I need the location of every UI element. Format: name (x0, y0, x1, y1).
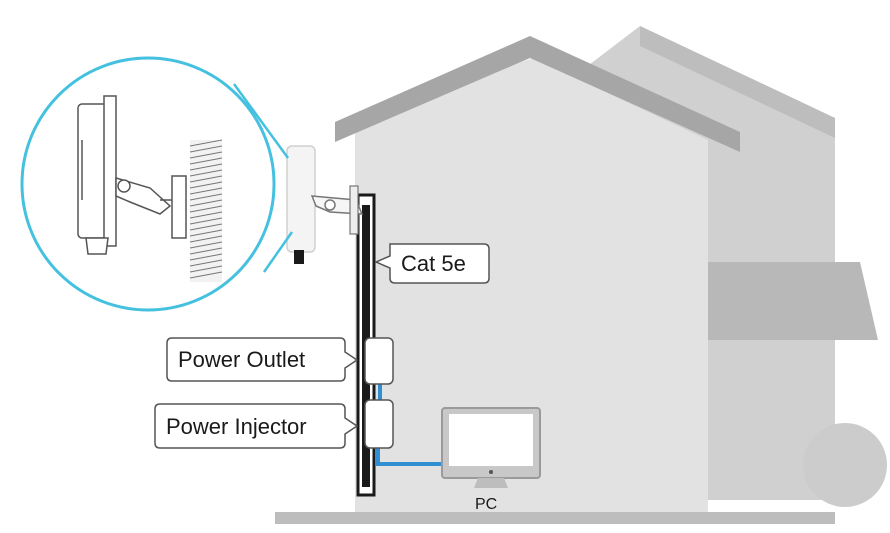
cat5e-label: Cat 5e (401, 251, 466, 276)
ethernet-cable (376, 382, 446, 466)
pc-label: PC (475, 496, 497, 513)
ground (275, 512, 835, 524)
power-injector-icon (364, 399, 394, 449)
desktop-monitor-icon (441, 407, 541, 488)
front-house (335, 36, 740, 512)
power-injector-callout: Power Injector (154, 403, 359, 449)
power-outlet-callout: Power Outlet (166, 337, 359, 382)
power-outlet-icon (364, 337, 394, 385)
cat5e-callout: Cat 5e (374, 243, 490, 284)
power-injector-label: Power Injector (166, 414, 307, 439)
wall-mount-bracket-icon (115, 175, 187, 239)
power-outlet-label: Power Outlet (178, 347, 305, 372)
wall-hatching (189, 139, 223, 282)
outdoor-access-point-icon (286, 145, 364, 264)
magnifier-connector (232, 83, 294, 273)
device-side-view-icon (77, 95, 117, 255)
magnified-detail (20, 56, 276, 312)
